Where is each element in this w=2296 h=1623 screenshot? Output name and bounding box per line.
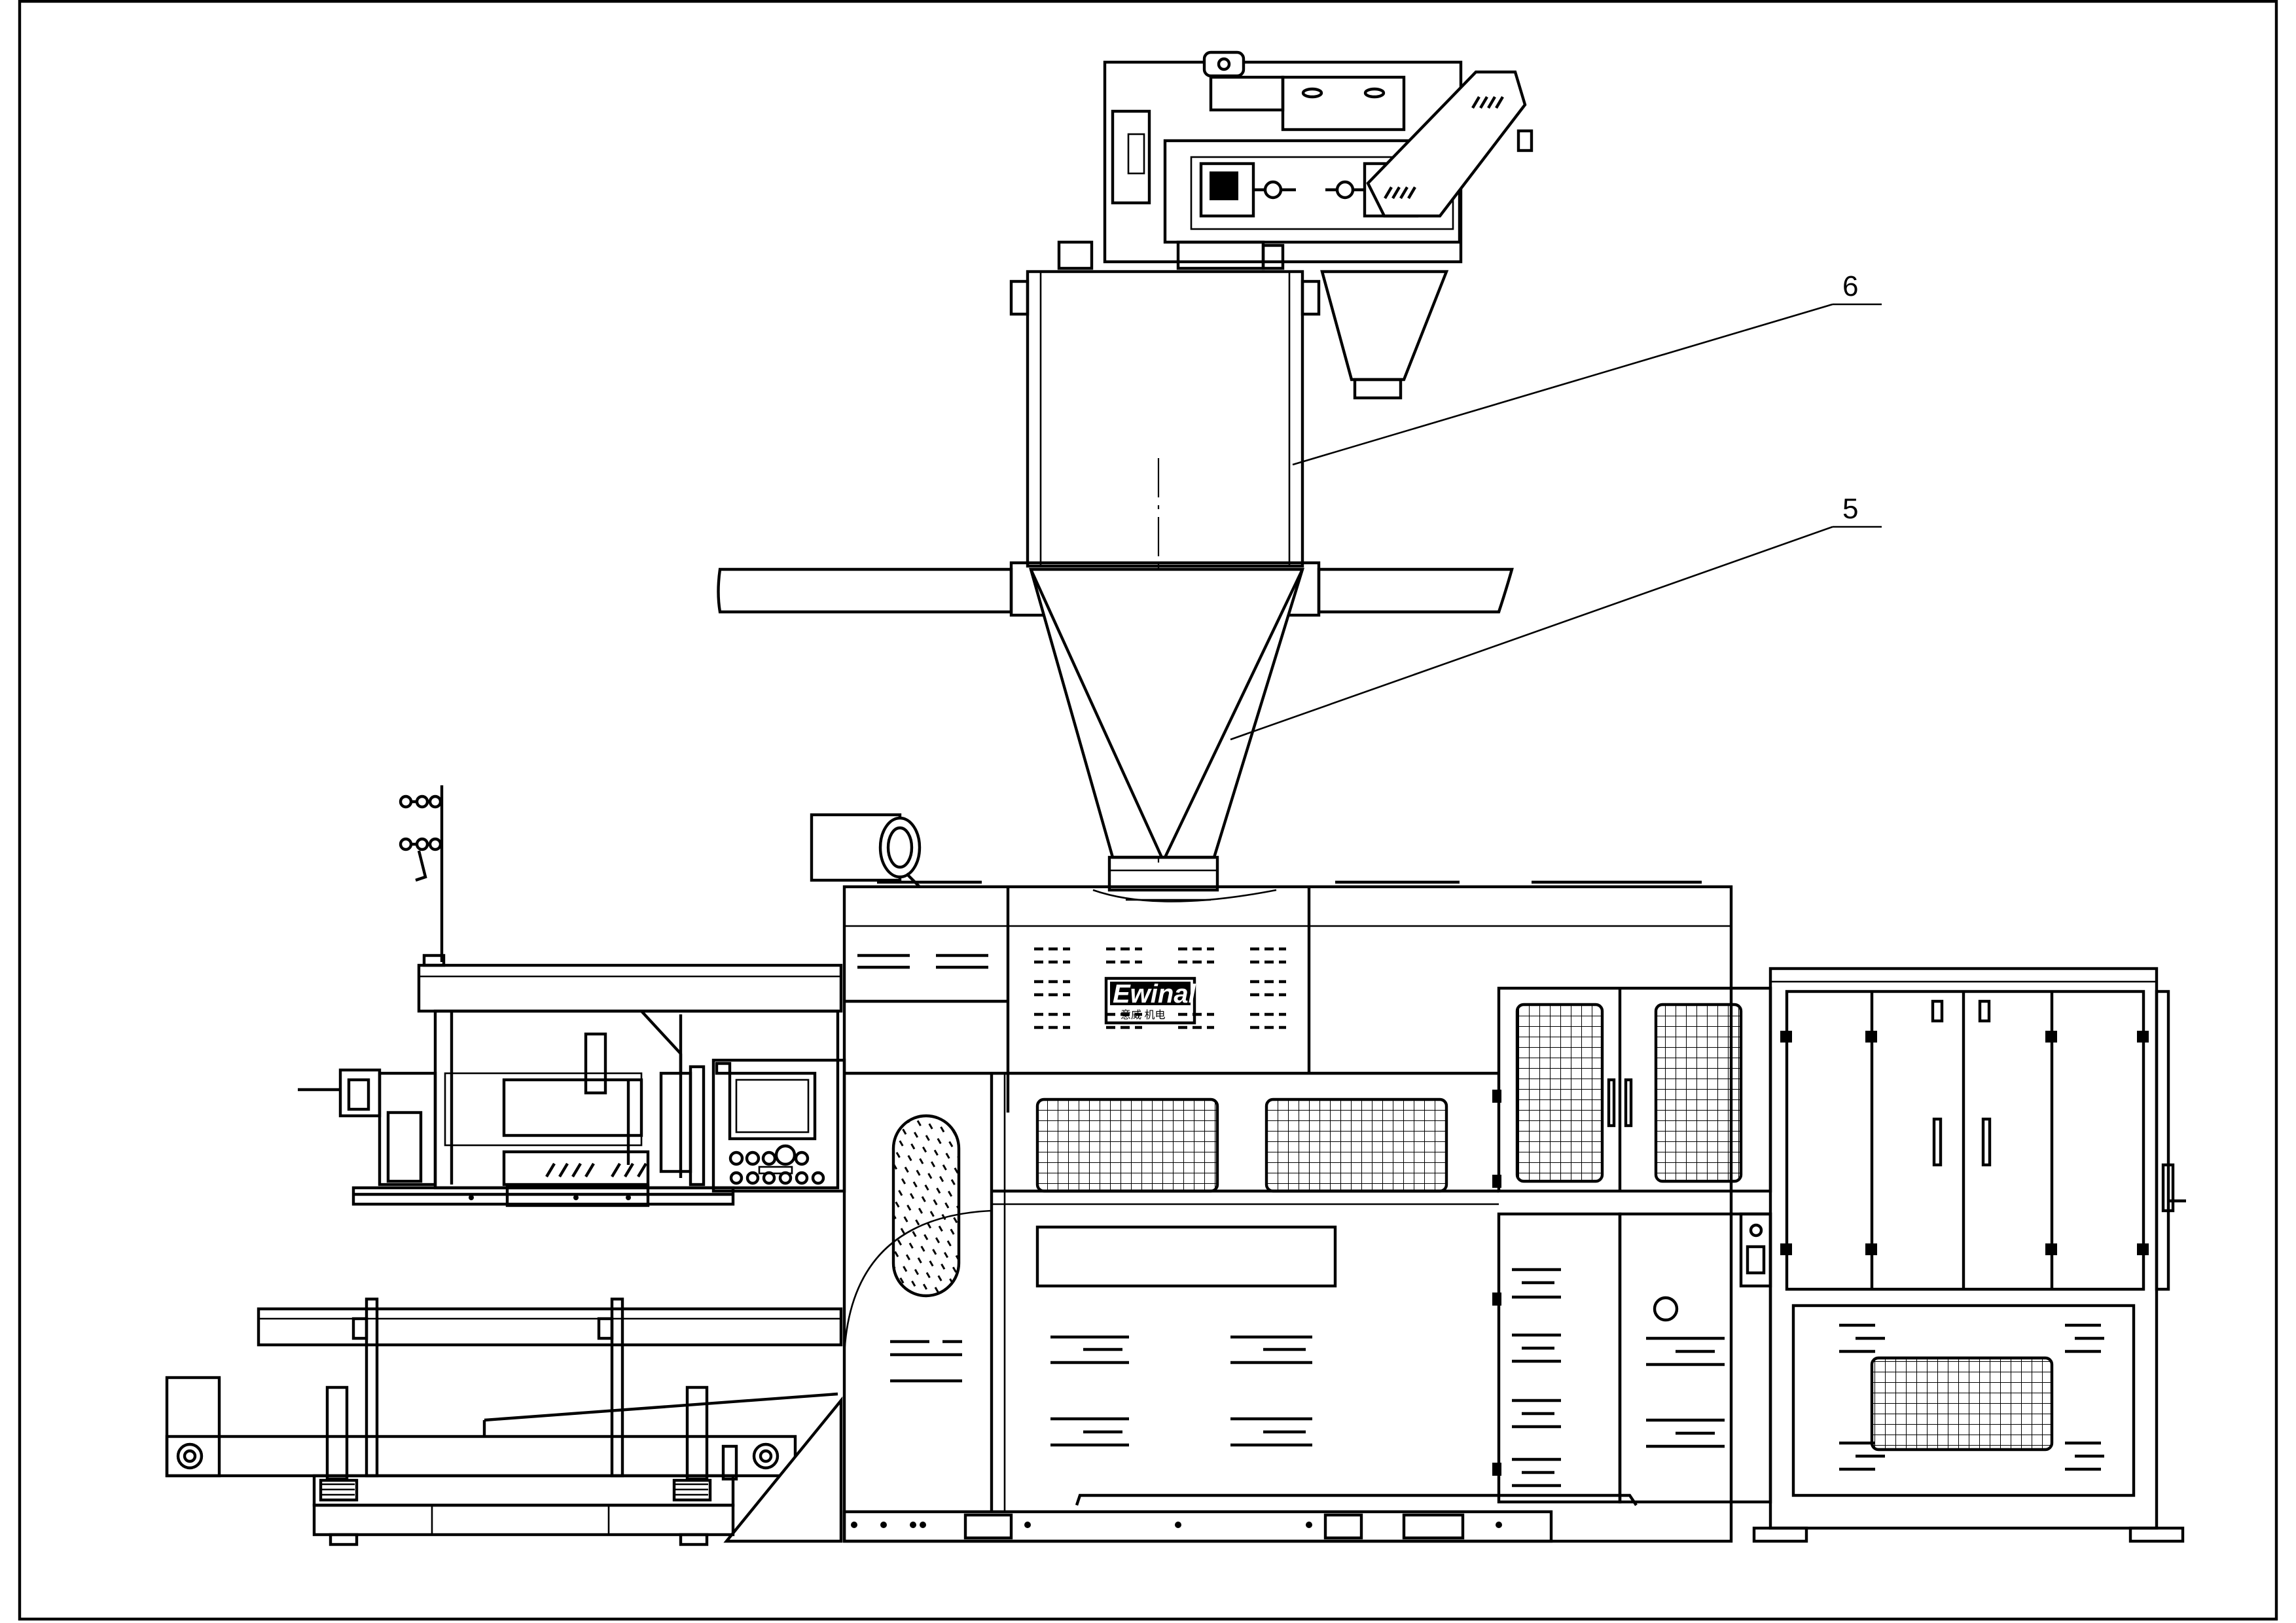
base-platform — [312, 1385, 735, 1546]
brand-name: Ewinall — [1113, 980, 1204, 1008]
right-upper-cabinet — [1492, 986, 1772, 1193]
mesh-window-right — [1265, 1097, 1448, 1193]
vent-slots-upper-left — [857, 954, 988, 969]
thread-stand — [399, 785, 446, 967]
conveyor — [165, 1297, 843, 1543]
hatched-viewport — [891, 1114, 961, 1298]
callout-6: 6 — [1292, 270, 1882, 466]
control-panel — [711, 1058, 846, 1193]
far-right-cabinet — [1752, 967, 2186, 1543]
weigh-hopper — [1009, 270, 1321, 870]
bag-clamp-unit — [417, 963, 843, 1190]
vent-slots-brand-panel — [1034, 947, 1286, 1029]
pivot-arc — [843, 1209, 992, 1355]
callout-5: 5 — [1230, 493, 1882, 741]
drawing-border — [18, 0, 2278, 1621]
mesh-window-left — [1035, 1097, 1219, 1193]
right-lower-panels — [1492, 1212, 1772, 1504]
belt-guard — [1366, 70, 1534, 218]
sewing-head — [298, 1068, 735, 1207]
side-chute — [1320, 270, 1449, 382]
floor-slab — [717, 561, 1514, 617]
motor — [810, 813, 922, 888]
brand-subtitle: 意威 机电 — [1121, 1008, 1165, 1021]
callout-label-5: 5 — [1842, 493, 1858, 525]
cone-hopper — [1029, 567, 1304, 892]
brand-logo: Ewinall 意威 机电 — [1104, 976, 1204, 1025]
lower-center-panel — [990, 1073, 1499, 1512]
callout-label-6: 6 — [1842, 270, 1858, 302]
base-rail — [842, 1493, 1638, 1543]
